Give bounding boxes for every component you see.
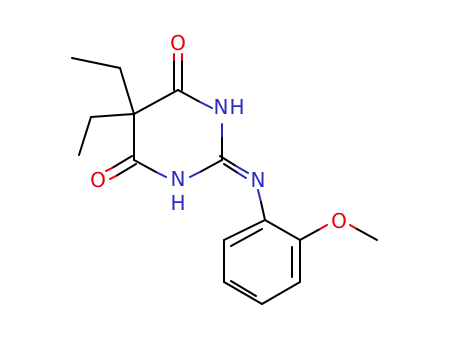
bond-c2-n1	[199, 159, 223, 173]
bond-c2-n1-blue	[189, 171, 201, 178]
bond-c4-n3	[177, 89, 201, 103]
bond-ph-inner-3	[230, 228, 263, 247]
bond-ph-c3-c4	[261, 281, 301, 305]
bond-c6-o-left-b	[115, 163, 137, 177]
bond-ph-o	[299, 228, 321, 241]
bond-ph-c1-c2	[264, 219, 301, 241]
bond-ethyl1-ch3	[71, 57, 121, 69]
bond-n1-c6	[133, 159, 157, 173]
bond-n1-c6-blue	[155, 171, 167, 178]
bond-ph-c4-c5	[223, 281, 263, 305]
bond-ethyl2-ch3	[78, 116, 92, 156]
bond-c2-n-imine-b	[223, 163, 239, 174]
bond-ph-inner-2	[230, 280, 257, 297]
bond-c2-n-imine-a	[219, 155, 237, 167]
bond-c2-n-imine-b-blue	[237, 172, 247, 179]
atom-n-imine: N	[251, 168, 266, 192]
bond-o-ch3-red	[349, 224, 358, 230]
atom-o-methoxy: O	[331, 209, 347, 233]
atom-o-left: O	[90, 168, 106, 192]
atom-n1: N	[171, 167, 186, 191]
bond-n-phenyl	[260, 201, 266, 221]
bond-ethyl2-ch2	[90, 113, 135, 118]
bond-o-ch3	[356, 228, 378, 241]
bond-ethyl1-ch2	[119, 67, 135, 115]
bond-n-phenyl-blue	[257, 189, 262, 203]
atom-n3: N	[214, 95, 229, 119]
atom-n1-h: H	[170, 191, 185, 215]
bond-c4-n3-blue	[199, 101, 213, 109]
atom-o-top: O	[170, 31, 186, 55]
bond-ph-o-red	[319, 224, 328, 230]
bond-c2-n-imine-a-blue	[235, 165, 249, 174]
bond-c6-o-left-b-red	[109, 175, 117, 180]
bond-c6-o-left-a	[111, 155, 133, 169]
bond-c6-o-left-a-red	[105, 167, 113, 172]
atom-n3-h: H	[229, 95, 244, 119]
bond-c5-c4	[133, 89, 179, 115]
bond-ph-c6-c1	[223, 219, 266, 241]
